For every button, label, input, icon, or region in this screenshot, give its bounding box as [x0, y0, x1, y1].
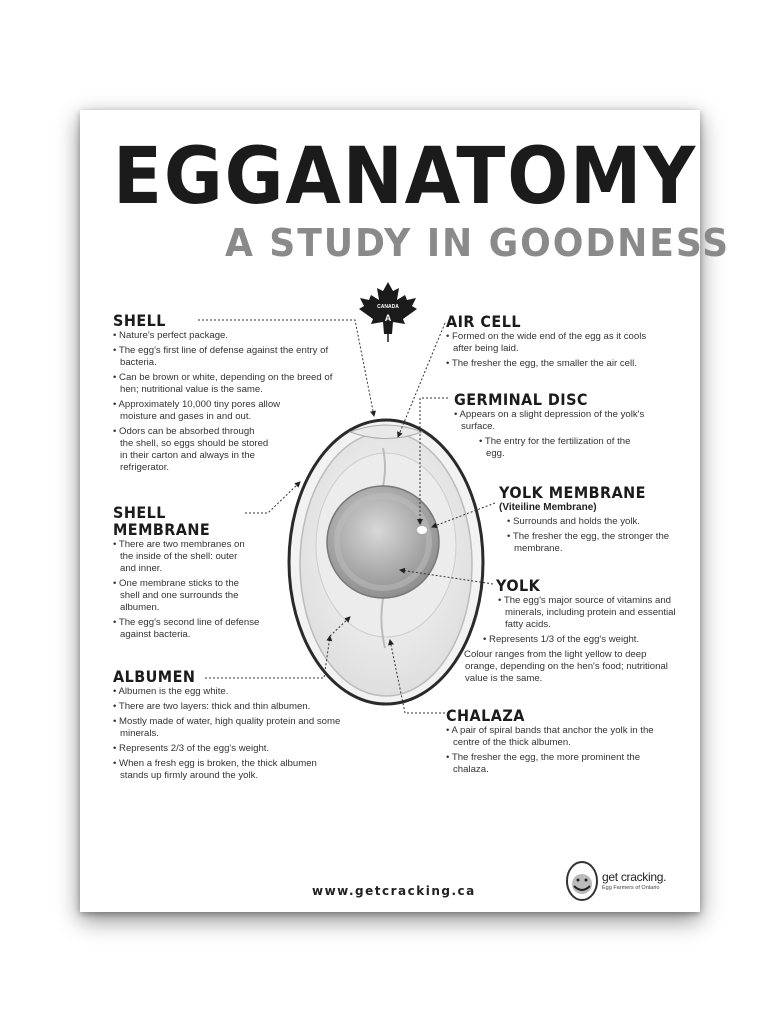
yolk-inner [334, 493, 432, 591]
smiling-egg-icon [566, 861, 598, 901]
list-item: The entry for the fertilization of the e… [479, 436, 641, 460]
heading-air-cell: AIR CELL [446, 312, 521, 331]
list-item: Approximately 10,000 tiny pores allow mo… [113, 399, 315, 423]
list-item: Represents 1/3 of the egg's weight. [483, 634, 678, 646]
section-yolk: YOLK The egg's major source of vitamins … [453, 578, 678, 688]
list-item: Albumen is the egg white. [113, 686, 353, 698]
list-item: Appears on a slight depression of the yo… [454, 409, 656, 433]
maple-leaf-icon: CANADA A [359, 282, 417, 342]
subheading-vitelline: (Viteiline Membrane) [499, 502, 597, 513]
heading-albumen: ALBUMEN [113, 667, 196, 686]
air-cell [348, 424, 424, 439]
section-shell: SHELL Nature's perfect package. The egg'… [113, 313, 353, 477]
list-item: Surrounds and holds the yolk. [507, 516, 679, 528]
logo-name: get cracking. [602, 870, 667, 884]
section-shell-membrane: SHELL MEMBRANE There are two membranes o… [113, 505, 283, 644]
get-cracking-logo: get cracking. Egg Farmers of Ontario [564, 856, 684, 902]
list-item: Formed on the wide end of the egg as it … [446, 331, 663, 355]
list-item: Represents 2/3 of the egg's weight. [113, 743, 353, 755]
section-chalaza: CHALAZA A pair of spiral bands that anch… [446, 708, 676, 779]
list-item: Odors can be absorbed through the shell,… [113, 426, 270, 474]
list-item: The fresher the egg, the stronger the me… [507, 531, 679, 555]
leader-lines [198, 319, 496, 714]
section-yolk-membrane: YOLK MEMBRANE (Viteiline Membrane) Surro… [499, 485, 679, 558]
list-item: One membrane sticks to the shell and one… [113, 578, 260, 614]
list-item: The egg's first line of defense against … [113, 345, 335, 369]
list-item: The fresher the egg, the more prominent … [446, 752, 668, 776]
heading-yolk: YOLK [496, 576, 541, 595]
page-title: EGGANATOMY [113, 132, 698, 222]
section-germinal-disc: GERMINAL DISC Appears on a slight depres… [454, 392, 664, 463]
heading-shell-membrane: SHELL [113, 503, 166, 522]
germinal-disc [417, 526, 427, 534]
section-air-cell: AIR CELL Formed on the wide end of the e… [446, 314, 676, 373]
list-item: Mostly made of water, high quality prote… [113, 716, 350, 740]
list-item: When a fresh egg is broken, the thick al… [113, 758, 335, 782]
heading-yolk-membrane: YOLK MEMBRANE [499, 483, 646, 502]
list-item: Can be brown or white, depending on the … [113, 372, 338, 396]
svg-text:A: A [385, 313, 392, 323]
heading-chalaza: CHALAZA [446, 706, 525, 725]
list-item: The egg's second line of defense against… [113, 617, 283, 641]
heading-shell-membrane-2: MEMBRANE [113, 520, 211, 539]
chalaza-strands [380, 447, 386, 649]
page-subtitle: A STUDY IN GOODNESS [225, 221, 731, 265]
list-item: Nature's perfect package. [113, 330, 353, 342]
list-item: There are two layers: thick and thin alb… [113, 701, 353, 713]
website-link[interactable]: www.getcracking.ca [312, 884, 476, 898]
heading-shell: SHELL [113, 311, 166, 330]
list-item: The fresher the egg, the smaller the air… [446, 358, 676, 370]
list-item: A pair of spiral bands that anchor the y… [446, 725, 673, 749]
list-item: The egg's major source of vitamins and m… [498, 595, 683, 631]
yolk [326, 485, 440, 599]
heading-germinal-disc: GERMINAL DISC [454, 390, 588, 409]
list-item: Colour ranges from the light yellow to d… [458, 649, 675, 685]
section-albumen: ALBUMEN Albumen is the egg white. There … [113, 669, 353, 785]
svg-text:CANADA: CANADA [377, 304, 399, 310]
list-item: There are two membranes on the inside of… [113, 539, 255, 575]
logo-tagline: Egg Farmers of Ontario [602, 885, 660, 891]
